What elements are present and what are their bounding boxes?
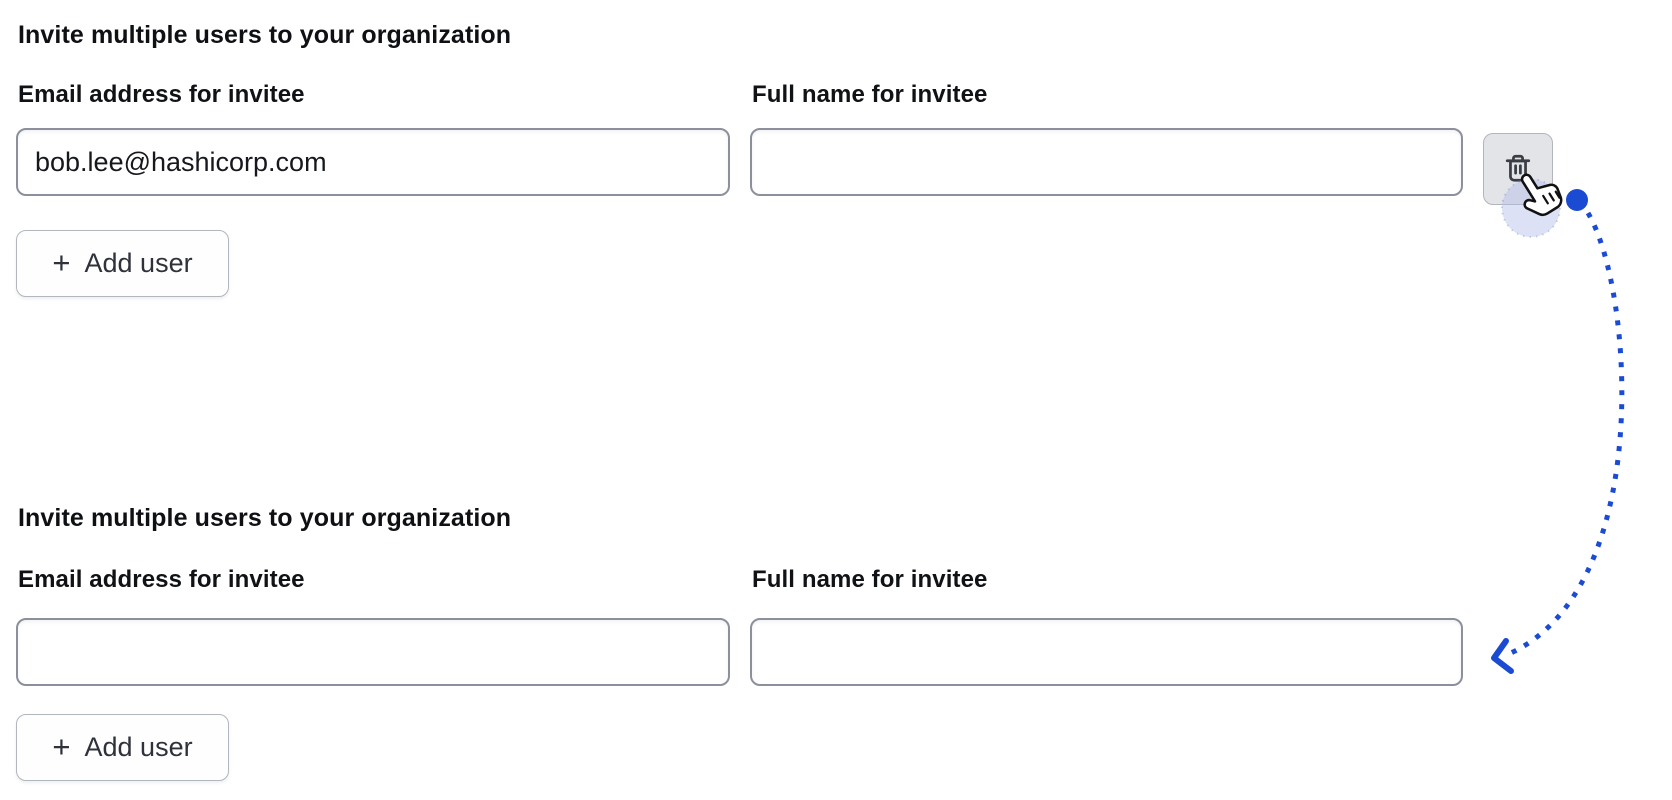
full-name-label: Full name for invitee [752,566,988,593]
email-field[interactable] [16,128,730,196]
full-name-label: Full name for invitee [752,81,988,108]
add-user-button[interactable]: + Add user [16,230,229,297]
add-user-label: Add user [84,248,193,278]
invite-form-before: Invite multiple users to your organizati… [16,20,1656,297]
plus-icon: + [52,729,71,764]
full-name-field[interactable] [750,128,1463,196]
page-title: Invite multiple users to your organizati… [18,504,512,532]
plus-icon: + [52,245,71,280]
add-user-label: Add user [84,732,193,762]
invitee-row [16,618,1656,686]
invite-form-after: Invite multiple users to your organizati… [16,503,1656,781]
email-field[interactable] [16,618,730,686]
full-name-field[interactable] [750,618,1463,686]
trash-icon [1503,153,1533,185]
delete-row-button[interactable] [1483,133,1553,205]
email-label: Email address for invitee [18,566,305,593]
field-labels-row: Email address for invitee Full name for … [16,82,1656,108]
email-label: Email address for invitee [18,81,305,108]
page-title: Invite multiple users to your organizati… [18,21,512,49]
add-user-button[interactable]: + Add user [16,714,229,781]
invitee-row [16,128,1656,205]
field-labels-row: Email address for invitee Full name for … [16,567,1656,593]
